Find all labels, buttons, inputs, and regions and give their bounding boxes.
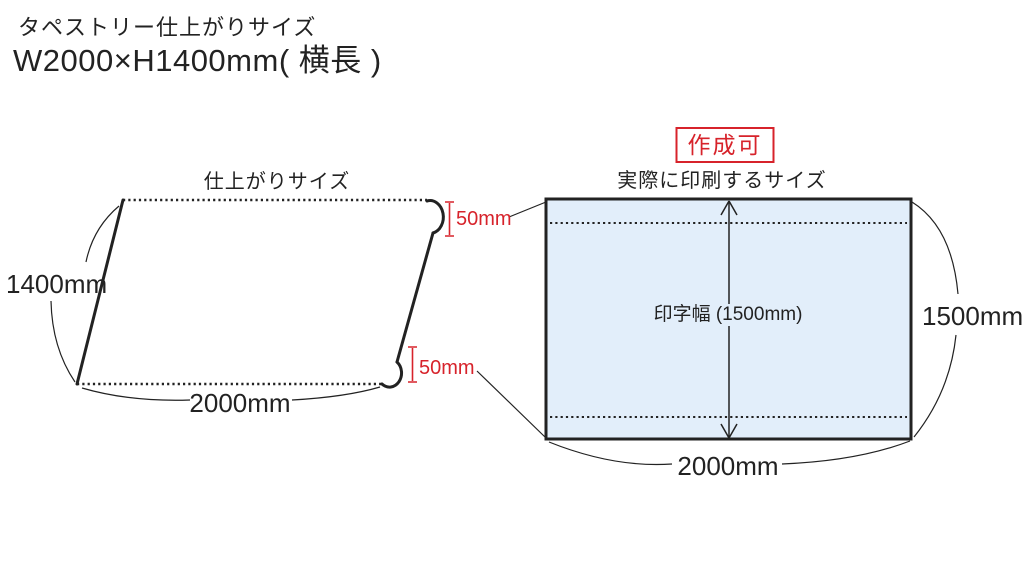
finished-height-label: 1400mm xyxy=(6,269,108,299)
page-title: タペストリー仕上がりサイズ xyxy=(18,15,317,40)
arrow-head-up-icon xyxy=(720,200,738,216)
finished-left-edge xyxy=(75,198,125,386)
height-callout-arc-top xyxy=(85,205,120,263)
pocket-bottom-connector-line xyxy=(476,370,546,438)
print-width-label: 印字幅 (1500mm) xyxy=(645,304,811,326)
print-height-label: 1500mm xyxy=(922,301,1024,331)
print-bottom-width-label: 2000mm xyxy=(677,451,779,481)
width-callout-arc-left xyxy=(81,387,191,401)
finished-size-title: 仕上がりサイズ xyxy=(203,171,351,193)
width-callout-arc-right xyxy=(291,386,381,401)
pole-pocket-curl-top xyxy=(425,199,445,235)
print-size-title: 実際に印刷するサイズ xyxy=(617,170,827,192)
print-height-callout-arc-bottom xyxy=(913,334,957,438)
pocket-top-bracket xyxy=(445,201,454,237)
print-height-callout-arc-top xyxy=(911,201,959,295)
status-badge: 作成可 xyxy=(675,127,775,164)
print-width-callout-arc-left xyxy=(548,441,673,466)
pocket-bottom-label: 50mm xyxy=(419,357,475,379)
pocket-top-connector-line xyxy=(508,201,547,218)
finished-right-edge xyxy=(395,231,435,364)
pocket-top-label: 50mm xyxy=(456,208,512,230)
pole-pocket-curl-bottom xyxy=(380,360,404,389)
print-width-callout-arc-right xyxy=(781,440,911,465)
height-callout-arc-bottom xyxy=(50,300,76,383)
finished-size-shape xyxy=(75,198,445,389)
page-size-subtitle: W2000×H1400mm( 横長 ) xyxy=(13,43,382,78)
arrow-head-down-icon xyxy=(720,423,738,439)
pocket-bottom-bracket xyxy=(408,346,417,383)
finished-width-label: 2000mm xyxy=(189,388,291,418)
